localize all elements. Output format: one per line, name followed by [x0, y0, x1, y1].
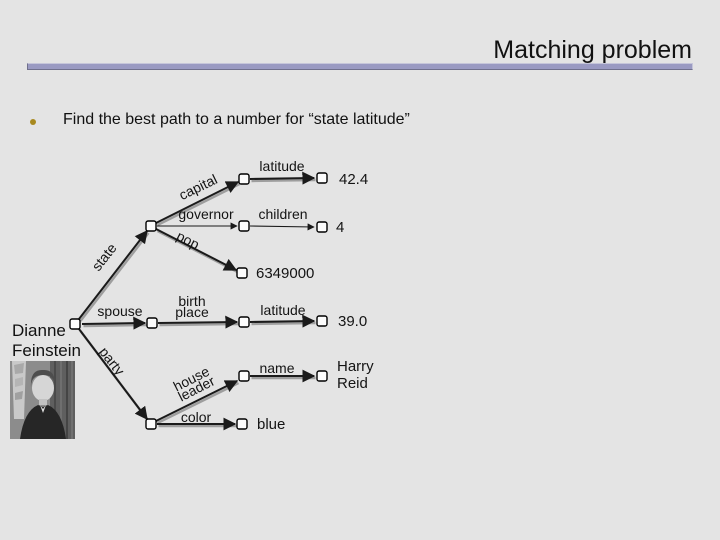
entity-name: Dianne Feinstein [12, 321, 81, 360]
edge-party [78, 328, 150, 422]
node-birthplace-latitude [316, 315, 328, 327]
edge-label-birth-place: birth place [175, 293, 209, 320]
value-children: 4 [336, 219, 345, 236]
edge-label-spouse: spouse [97, 303, 143, 319]
edge-capital [155, 181, 241, 227]
node-birthplace [238, 316, 250, 328]
node-party [145, 418, 157, 430]
edge-label-latitude-mid: latitude [260, 302, 306, 318]
edge-latitude-capital [249, 171, 316, 185]
dianne-feinstein-photo [10, 361, 75, 439]
edge-pop [155, 228, 239, 274]
node-spouse [146, 317, 158, 329]
edge-birth-place [157, 315, 239, 329]
value-party-color: blue [257, 416, 286, 433]
node-children [316, 221, 328, 233]
edge-label-children: children [258, 206, 308, 222]
edge-label-color: color [180, 409, 212, 425]
bullet-text: Find the best path to a number for “stat… [63, 111, 410, 128]
slide-title: Matching problem [493, 36, 692, 64]
node-governor [238, 220, 250, 232]
edge-color [157, 417, 237, 431]
bullet-marker [30, 119, 36, 125]
value-pop: 6349000 [256, 265, 315, 282]
edge-name [250, 369, 316, 383]
node-name [316, 370, 328, 382]
value-capital-latitude: 42.4 [339, 171, 369, 188]
edge-state [78, 229, 150, 322]
title-divider [27, 63, 693, 70]
node-capital [238, 173, 250, 185]
node-capital-latitude [316, 172, 328, 184]
edge-label-latitude-top: latitude [259, 158, 305, 174]
node-state [145, 220, 157, 232]
node-house-leader [238, 370, 250, 382]
edge-latitude-birthplace [249, 314, 316, 328]
value-birthplace-latitude: 39.0 [338, 313, 368, 330]
node-color [236, 418, 248, 430]
value-house-leader-name: Harry Reid [337, 358, 374, 392]
edge-children [249, 223, 315, 231]
edge-spouse [81, 316, 147, 330]
node-root [69, 318, 81, 330]
edge-house-leader [155, 380, 240, 425]
node-pop [236, 267, 248, 279]
edge-label-name: name [259, 360, 295, 376]
edge-label-governor: governor [178, 206, 234, 222]
